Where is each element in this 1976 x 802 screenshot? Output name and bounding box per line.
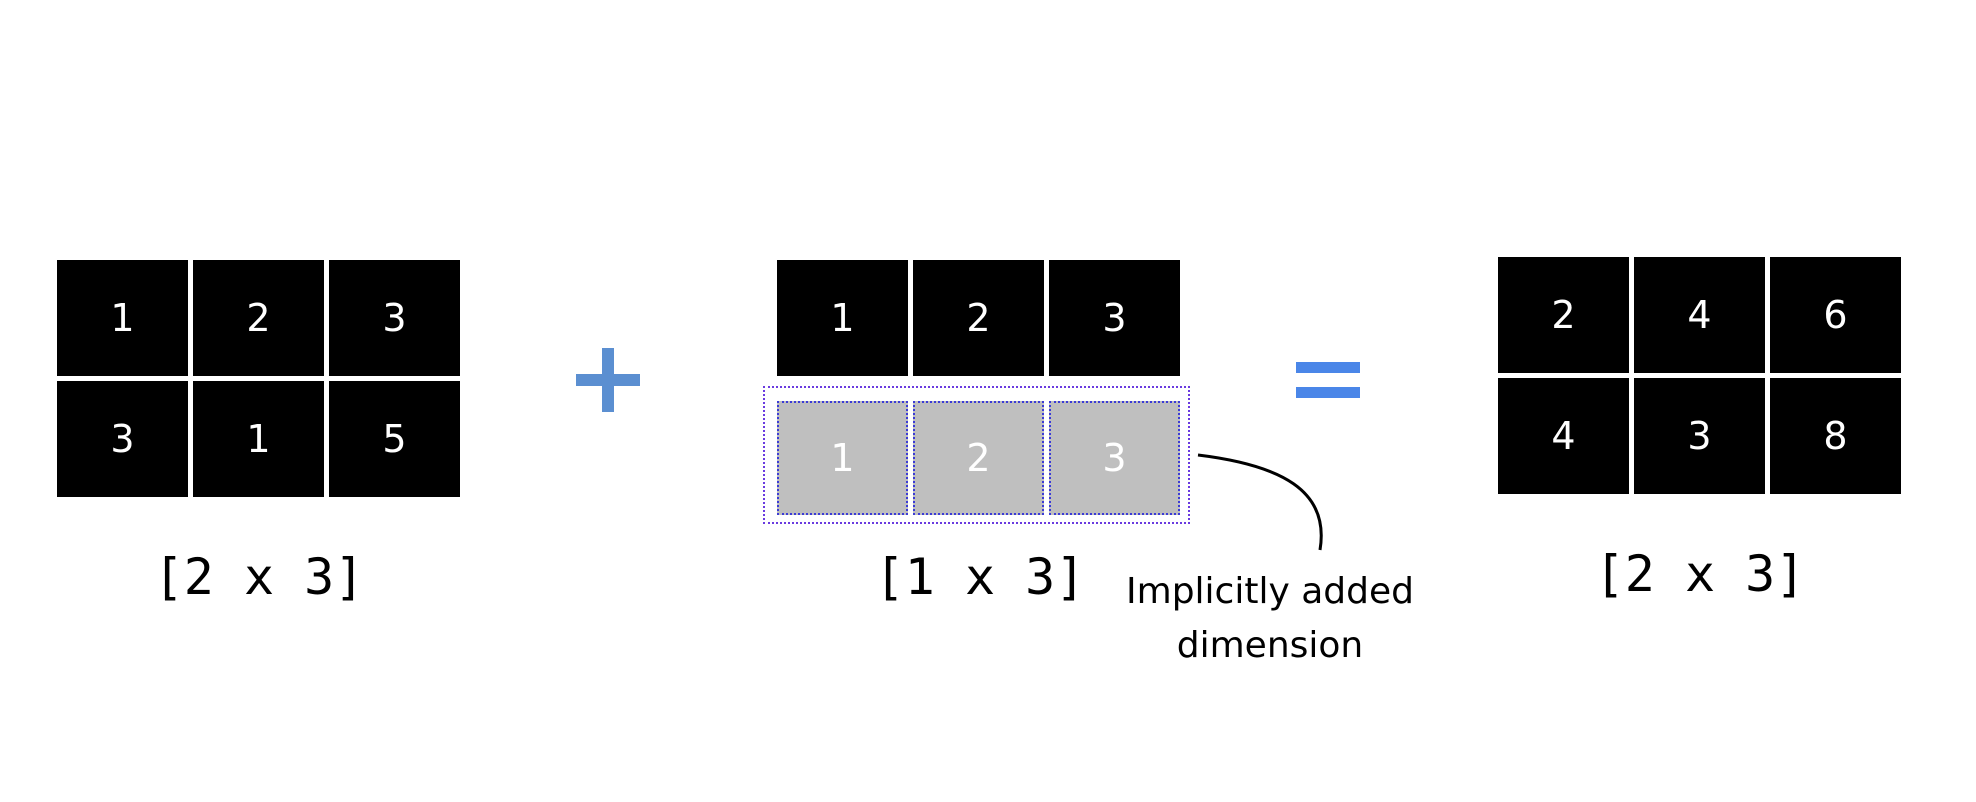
matrix-c: 2 4 6 4 3 8 — [1498, 257, 1901, 494]
matrix-c-cell: 8 — [1770, 378, 1901, 494]
matrix-c-cell: 2 — [1498, 257, 1629, 373]
matrix-c-cell: 4 — [1634, 257, 1765, 373]
matrix-c-cell: 6 — [1770, 257, 1901, 373]
matrix-b-cell: 1 — [777, 260, 908, 376]
matrix-b-implicit-row: 1 2 3 — [777, 401, 1180, 515]
matrix-a: 1 2 3 3 1 5 — [57, 260, 460, 497]
matrix-c-cell: 3 — [1634, 378, 1765, 494]
annotation-leader-line — [1197, 453, 1323, 551]
matrix-a-cell: 1 — [193, 381, 324, 497]
implicit-cell: 3 — [1049, 401, 1180, 515]
matrix-c-cell: 4 — [1498, 378, 1629, 494]
implicit-dimension-outline — [763, 386, 1190, 524]
equals-icon — [1296, 362, 1360, 398]
matrix-b-cell: 3 — [1049, 260, 1180, 376]
plus-icon — [576, 348, 640, 412]
implicit-cell: 2 — [913, 401, 1044, 515]
matrix-c-shape-label: [2 x 3] — [1594, 545, 1806, 603]
matrix-b: 1 2 3 — [777, 260, 1180, 376]
matrix-a-cell: 3 — [57, 381, 188, 497]
matrix-a-cell: 3 — [329, 260, 460, 376]
annotation-line-1: Implicitly added — [1126, 571, 1414, 612]
annotation-line-2: dimension — [1176, 625, 1364, 666]
matrix-a-cell: 2 — [193, 260, 324, 376]
implicit-dimension-annotation: Implicitly added dimension — [1110, 565, 1430, 673]
matrix-b-cell: 2 — [913, 260, 1044, 376]
matrix-a-cell: 1 — [57, 260, 188, 376]
implicit-cell: 1 — [777, 401, 908, 515]
matrix-a-shape-label: [2 x 3] — [153, 548, 365, 606]
matrix-a-cell: 5 — [329, 381, 460, 497]
matrix-b-shape-label: [1 x 3] — [874, 548, 1086, 606]
